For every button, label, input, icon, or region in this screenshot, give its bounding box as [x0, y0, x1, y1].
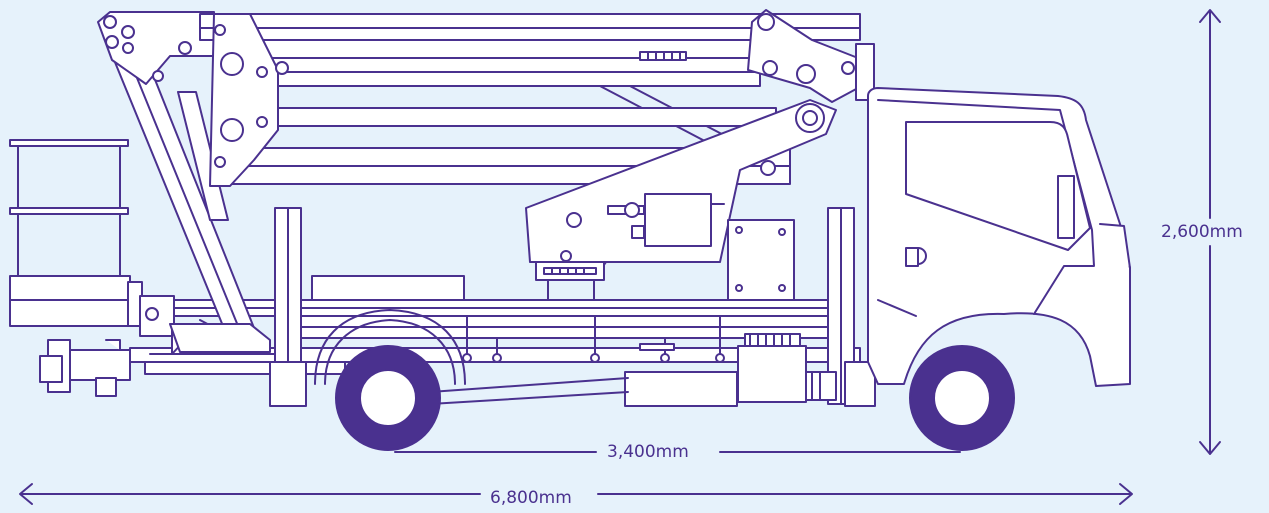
truck-cab	[867, 87, 1131, 387]
boom-pivot-left	[97, 11, 215, 85]
drive-shaft	[429, 377, 629, 405]
side-boxes	[624, 333, 837, 407]
wheelbase-label: 3,400mm	[602, 442, 694, 462]
arrow-up-icon	[1199, 9, 1221, 23]
height-label: 2,600mm	[1158, 222, 1246, 242]
turret	[525, 99, 837, 301]
boom-pivot-right	[747, 9, 875, 103]
deck-posts	[462, 315, 725, 363]
turret-base-panel	[727, 219, 795, 301]
platform-basket	[9, 139, 143, 327]
rear-outrigger	[269, 207, 307, 407]
rear-wheel-arch	[314, 309, 466, 385]
dimension-lines	[19, 9, 1221, 505]
rear-wheel	[335, 345, 441, 451]
rear-tail-gear	[39, 295, 261, 397]
arrow-left-icon	[19, 483, 33, 505]
front-wheel	[909, 345, 1015, 451]
boom-plate-left	[209, 13, 289, 187]
overall-length-label: 6,800mm	[485, 488, 577, 508]
arrow-right-icon	[1119, 483, 1133, 505]
arrow-down-icon	[1199, 441, 1221, 455]
